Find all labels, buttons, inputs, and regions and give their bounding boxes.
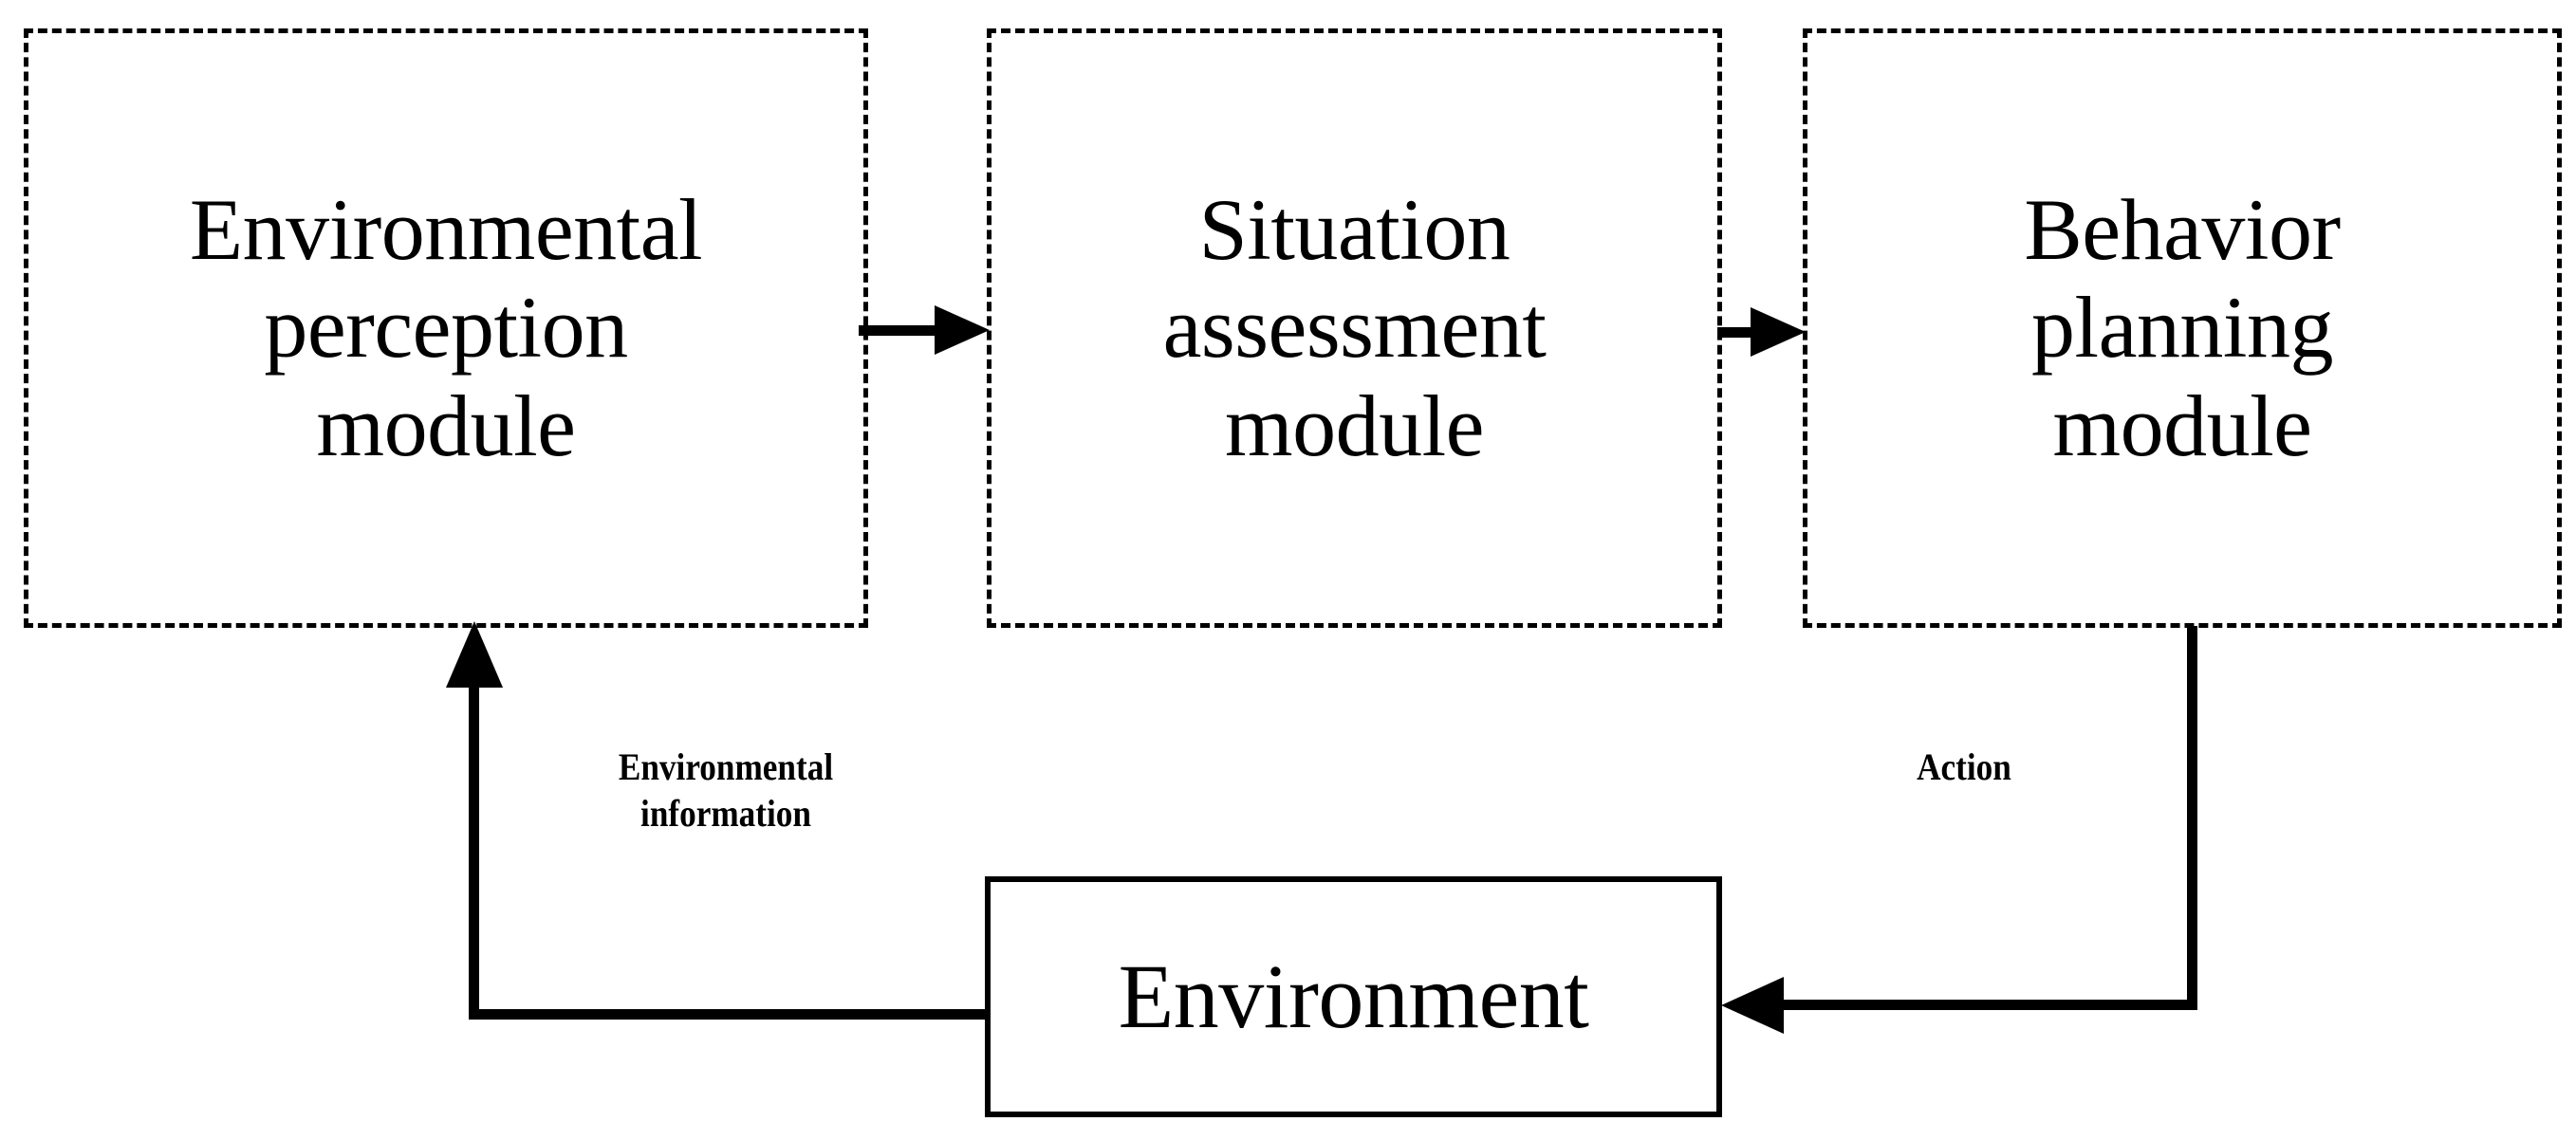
environment-label: Environment bbox=[1118, 946, 1589, 1048]
arrowhead-assessment-to-planning bbox=[1751, 307, 1806, 357]
module-box-behavior-planning: Behavior planning module bbox=[1803, 28, 2562, 628]
module-label-line: Environmental bbox=[189, 181, 703, 279]
connector-planning-to-environment-horizontal bbox=[1784, 1000, 2197, 1010]
arrowhead-environment-to-perception bbox=[446, 621, 503, 688]
module-label-line: assessment bbox=[1162, 279, 1547, 377]
module-label-line: perception bbox=[264, 279, 628, 377]
module-label-line: module bbox=[1225, 377, 1484, 474]
arrowhead-perception-to-assessment bbox=[935, 305, 990, 355]
module-label-line: module bbox=[2052, 377, 2312, 474]
module-label-line: Situation bbox=[1198, 181, 1510, 279]
module-box-situation-assessment: Situation assessment module bbox=[987, 28, 1722, 628]
connector-environment-to-perception-horizontal bbox=[469, 1009, 991, 1020]
connector-planning-to-environment-vertical bbox=[2187, 626, 2197, 1010]
module-label-line: module bbox=[316, 377, 576, 474]
environment-block: Environment bbox=[985, 876, 1722, 1117]
connector-assessment-to-planning-shaft bbox=[1717, 327, 1757, 338]
module-label-line: Behavior bbox=[2024, 181, 2341, 279]
edge-label-action: Action bbox=[1917, 745, 2011, 788]
module-label-line: planning bbox=[2031, 279, 2333, 377]
connector-perception-to-assessment-shaft bbox=[859, 325, 936, 336]
connector-environment-to-perception-vertical bbox=[469, 681, 479, 1015]
edge-label-environmental-information: Environmental information bbox=[618, 745, 834, 835]
module-box-environmental-perception: Environmental perception module bbox=[24, 28, 868, 628]
arrowhead-planning-to-environment bbox=[1721, 977, 1784, 1034]
